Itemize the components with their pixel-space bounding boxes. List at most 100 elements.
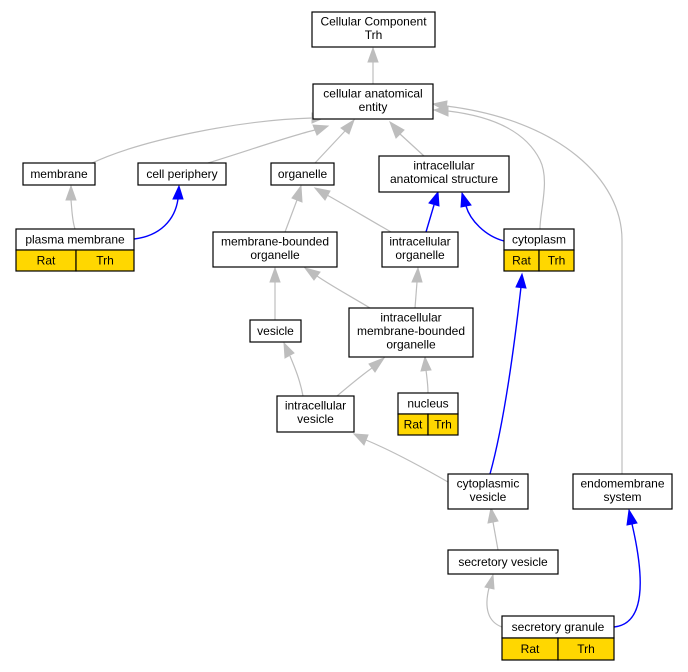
node-label-line: organelle — [386, 338, 436, 352]
node-intracellular-membrane-bounded-organelle[interactable]: intracellular membrane-bounded organelle — [348, 307, 474, 358]
arrowhead — [368, 356, 386, 373]
node-label-line: intracellular — [285, 399, 346, 413]
node-label-line: Cellular Component — [320, 15, 427, 29]
node-cellular-anatomical-entity[interactable]: cellular anatomical entity — [312, 83, 434, 120]
edge-io-to-organelle — [326, 194, 392, 233]
nodes: Cellular Component Trh cellular anatomic… — [15, 11, 673, 661]
node-label-line: organelle — [278, 167, 328, 181]
node-label-line: secretory granule — [512, 620, 605, 634]
node-label-line: membrane-bounded — [357, 324, 465, 338]
edge-plasmamembrane-to-cellperiphery — [133, 198, 179, 240]
edge-iv-to-vesicle — [289, 355, 304, 397]
node-vesicle[interactable]: vesicle — [249, 319, 302, 343]
annotation-species: Rat — [37, 254, 56, 268]
annotation-species: Rat — [521, 642, 540, 656]
node-label-line: cell periphery — [146, 167, 217, 181]
node-label-line: cellular anatomical — [323, 87, 422, 101]
node-label-line: system — [603, 490, 641, 504]
arrowhead — [626, 508, 638, 526]
arrowhead — [283, 341, 295, 359]
annotation-species: Rat — [512, 254, 531, 268]
node-label-line: intracellular — [389, 235, 450, 249]
node-label-line: vesicle — [257, 324, 294, 338]
edge-sv-to-cv — [492, 521, 499, 551]
arrowhead — [303, 267, 321, 281]
node-cell-periphery[interactable]: cell periphery — [137, 162, 227, 186]
node-membrane-bounded-organelle[interactable]: membrane-bounded organelle — [212, 231, 338, 268]
edge-membrane-to-cae — [89, 117, 313, 165]
edge-plasmamembrane-to-membrane — [70, 199, 76, 230]
node-cytoplasm[interactable]: cytoplasm Rat Trh — [503, 228, 575, 272]
arrowhead — [65, 184, 77, 201]
arrowhead — [411, 266, 423, 283]
arrowhead — [484, 573, 495, 590]
node-endomembrane-system[interactable]: endomembrane system — [572, 473, 673, 510]
node-label-line: endomembrane — [580, 477, 664, 491]
node-label-line: nucleus — [407, 397, 448, 411]
node-intracellular-anatomical-structure[interactable]: intracellular anatomical structure — [378, 155, 510, 193]
arrowhead — [389, 120, 405, 139]
node-plasma-membrane[interactable]: plasma membrane Rat Trh — [15, 228, 135, 272]
node-secretory-vesicle[interactable]: secretory vesicle — [447, 549, 559, 575]
annotation-gene: Trh — [577, 642, 595, 656]
annotation-gene: Trh — [96, 254, 114, 268]
node-label-line: organelle — [250, 248, 300, 262]
node-label-line: intracellular — [380, 311, 441, 325]
edge-cellperiphery-to-cae — [207, 129, 316, 164]
edge-sg-to-endo — [613, 523, 641, 628]
annotation-cell — [75, 249, 135, 272]
arrowhead — [312, 124, 330, 136]
arrowhead — [428, 190, 440, 207]
node-label-line: anatomical structure — [390, 172, 498, 186]
edge-imbo-to-mbo — [316, 275, 371, 309]
node-nucleus[interactable]: nucleus Rat Trh — [397, 392, 459, 436]
arrowhead — [269, 266, 281, 283]
edge-cv-to-cytoplasm — [489, 286, 522, 475]
arrowhead — [487, 506, 499, 524]
node-cellular-component[interactable]: Cellular Component Trh — [311, 11, 436, 48]
node-label-line: organelle — [395, 248, 445, 262]
arrowhead — [367, 46, 379, 63]
node-label-line: secretory vesicle — [458, 555, 548, 569]
annotation-cell — [427, 413, 459, 436]
edges — [65, 46, 641, 628]
edge-iv-to-imbo — [336, 367, 373, 397]
node-label-line: vesicle — [297, 412, 334, 426]
edge-organelle-to-cae — [314, 130, 346, 164]
node-label-line: Trh — [365, 28, 383, 42]
node-intracellular-organelle[interactable]: intracellular organelle — [381, 231, 459, 268]
node-label-line: cytoplasmic — [457, 477, 520, 491]
node-label-line: membrane — [30, 167, 88, 181]
node-secretory-granule[interactable]: secretory granule Rat Trh — [501, 615, 615, 661]
annotation-gene: Trh — [548, 254, 566, 268]
annotation-species: Rat — [404, 418, 423, 432]
arrowhead — [340, 118, 355, 135]
arrowhead — [313, 187, 331, 201]
arrowhead — [460, 191, 472, 208]
edge-endo-to-cae — [445, 105, 623, 474]
annotation-gene: Trh — [434, 418, 452, 432]
edge-imbo-to-io — [414, 281, 418, 309]
annotation-cell — [538, 249, 575, 272]
edge-cytoplasm-to-cae — [447, 110, 546, 230]
node-organelle[interactable]: organelle — [270, 162, 335, 186]
arrowhead — [420, 355, 432, 372]
edge-ias-to-cae — [399, 133, 425, 157]
edge-nucleus-to-imbo — [425, 369, 429, 394]
node-label-line: intracellular — [413, 159, 474, 173]
arrowhead — [172, 184, 184, 200]
node-intracellular-vesicle[interactable]: intracellular vesicle — [276, 395, 355, 433]
edge-io-to-ias — [425, 204, 435, 233]
arrowhead — [291, 184, 303, 203]
edge-sg-to-sv — [486, 587, 503, 628]
node-label-line: cytoplasm — [512, 233, 566, 247]
node-cytoplasmic-vesicle[interactable]: cytoplasmic vesicle — [447, 473, 529, 510]
edge-mbo-to-organelle — [284, 199, 298, 233]
edge-cv-to-iv — [365, 439, 449, 483]
arrowhead — [352, 433, 369, 446]
node-membrane[interactable]: membrane — [22, 162, 96, 186]
annotation-cell — [557, 637, 615, 661]
node-label-line: entity — [359, 100, 388, 114]
arrowhead — [431, 100, 448, 112]
